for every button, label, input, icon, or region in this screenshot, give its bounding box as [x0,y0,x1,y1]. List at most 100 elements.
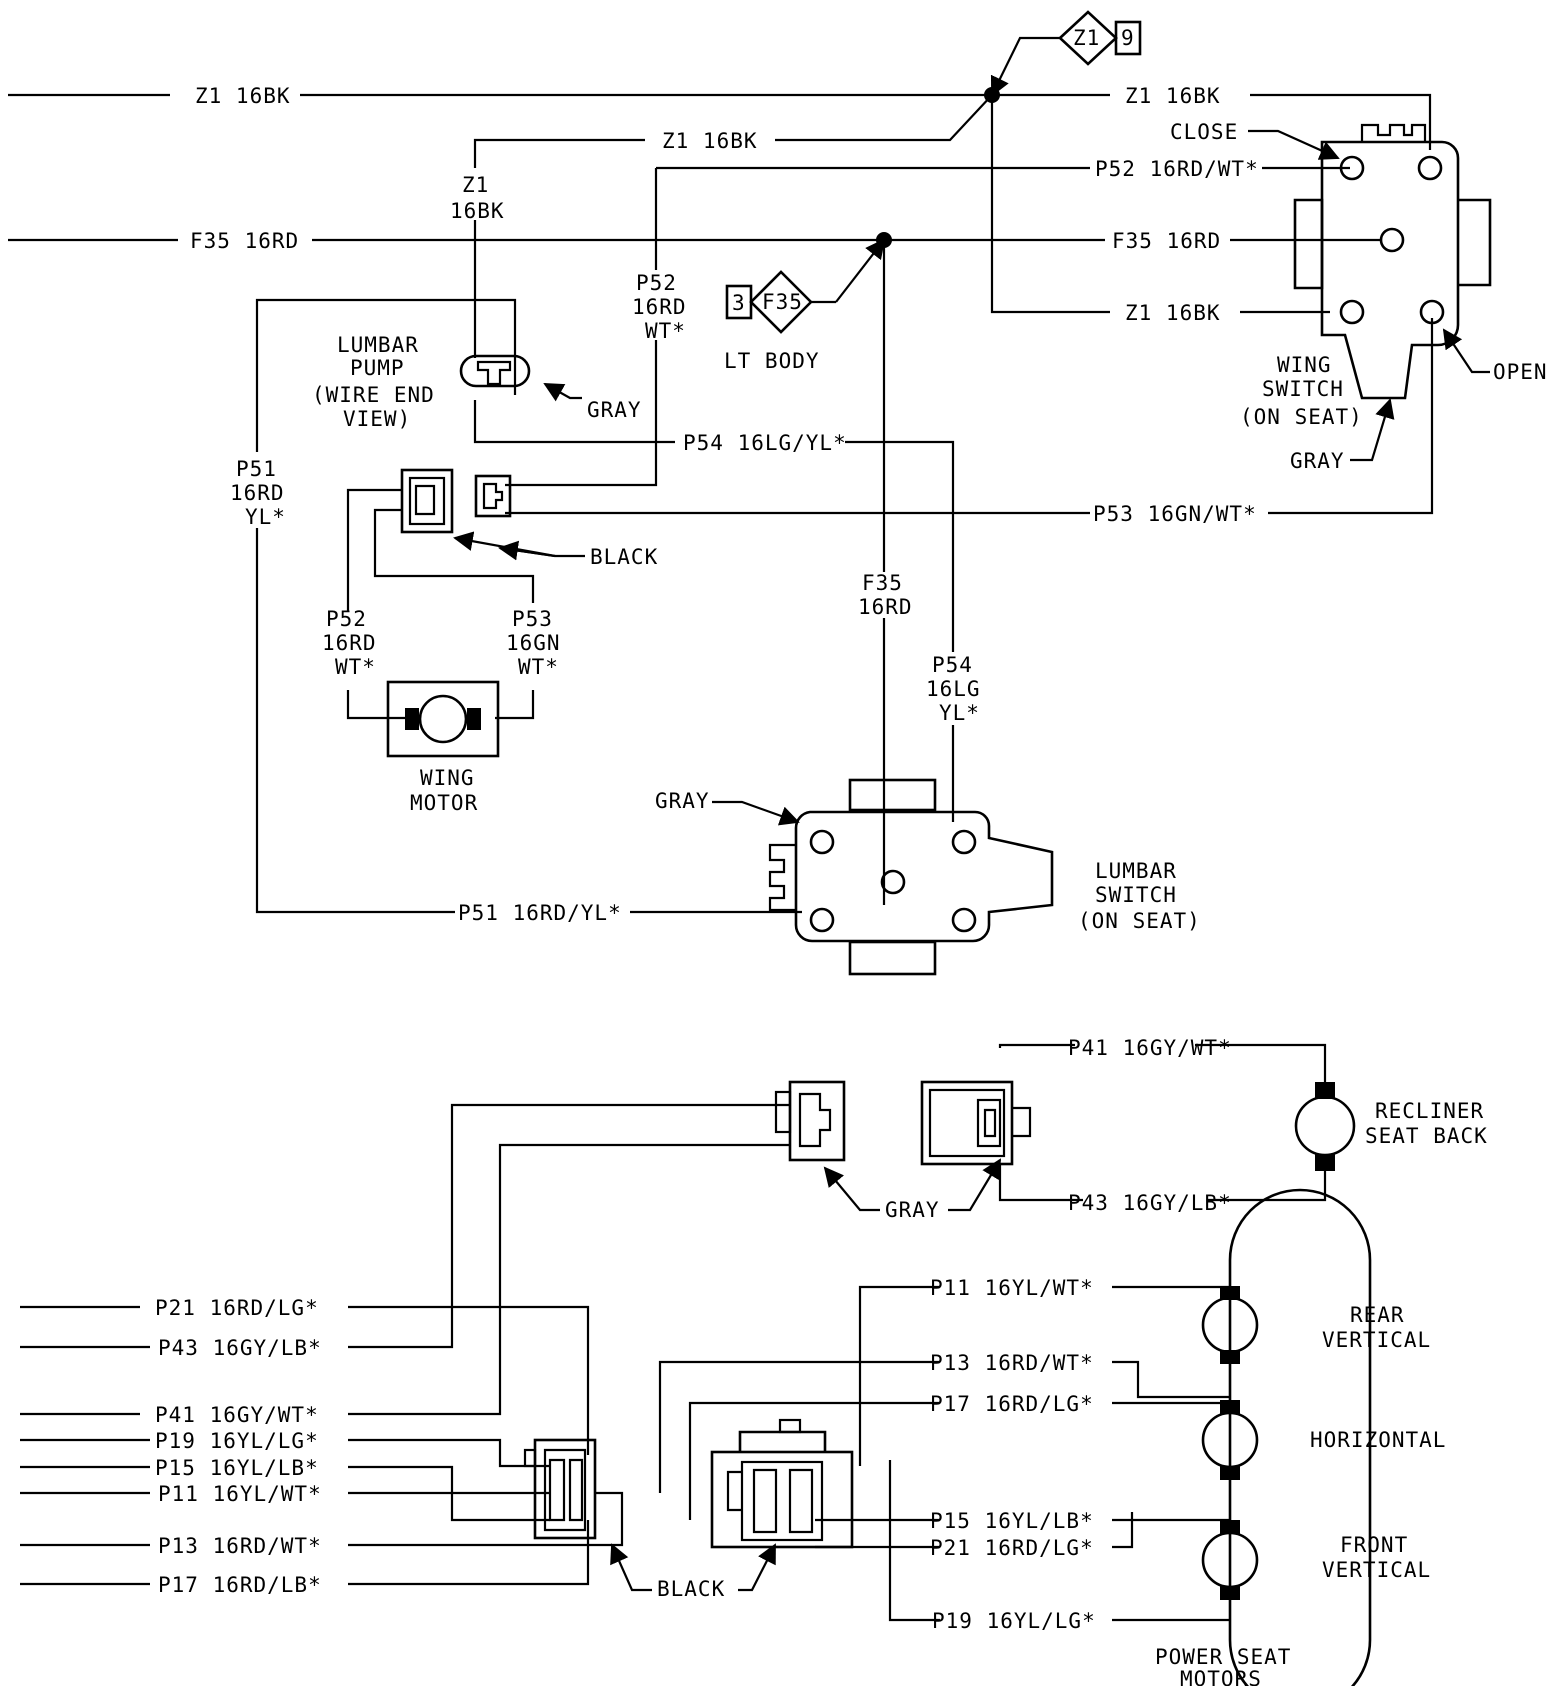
svg-text:MOTORS: MOTORS [1180,1667,1262,1686]
svg-text:P11 16YL/WT*: P11 16YL/WT* [158,1482,322,1506]
svg-text:P53 16GN/WT*: P53 16GN/WT* [1093,502,1257,526]
svg-text:P52: P52 [326,607,367,631]
wing-switch: CLOSE OPEN WING SWITCH (ON SEAT) GRAY [1170,120,1548,473]
svg-text:16GN: 16GN [506,631,561,655]
svg-text:16LG: 16LG [926,677,981,701]
svg-text:(WIRE END: (WIRE END [312,383,435,407]
power-seat-motors: REAR VERTICAL HORIZONTAL FRONT VERTICAL … [1155,1188,1446,1686]
svg-text:P51 16RD/YL*: P51 16RD/YL* [458,901,622,925]
svg-text:F35 16RD: F35 16RD [190,229,299,253]
svg-text:P52 16RD/WT*: P52 16RD/WT* [1095,157,1259,181]
svg-text:WING: WING [1277,353,1332,377]
svg-text:(ON SEAT): (ON SEAT) [1078,909,1201,933]
svg-text:HORIZONTAL: HORIZONTAL [1310,1428,1446,1452]
svg-text:P54 16LG/YL*: P54 16LG/YL* [683,431,847,455]
svg-text:BLACK: BLACK [590,545,658,569]
svg-text:GRAY: GRAY [885,1198,940,1222]
svg-text:Z1 16BK: Z1 16BK [1125,84,1221,108]
f35-splice-dot [876,232,892,248]
svg-text:YL*: YL* [245,505,286,529]
svg-text:Z1: Z1 [1073,26,1100,50]
svg-text:P19 16YL/LG*: P19 16YL/LG* [155,1429,319,1453]
lumbar-switch: GRAY LUMBAR SWITCH (ON SEAT) [655,778,1201,976]
svg-text:3: 3 [732,291,746,315]
svg-text:BLACK: BLACK [657,1577,725,1601]
svg-text:GRAY: GRAY [655,789,710,813]
wing-switch-close-terminal [1339,155,1365,181]
svg-text:SWITCH: SWITCH [1262,377,1344,401]
svg-text:Z1: Z1 [462,173,489,197]
svg-text:Z1 16BK: Z1 16BK [1125,301,1221,325]
svg-text:P43 16GY/LB*: P43 16GY/LB* [1068,1191,1232,1215]
svg-text:FRONT: FRONT [1340,1533,1408,1557]
top-wires [8,36,1434,914]
svg-text:LUMBAR: LUMBAR [337,333,419,357]
svg-text:(ON SEAT): (ON SEAT) [1240,405,1363,429]
svg-text:GRAY: GRAY [587,398,642,422]
svg-text:P54: P54 [932,653,973,677]
wing-motor-connectors: BLACK [400,468,658,569]
svg-text:P15 16YL/LB*: P15 16YL/LB* [930,1509,1094,1533]
black-connector-right [710,1418,854,1592]
svg-text:F35: F35 [762,290,803,314]
svg-text:MOTOR: MOTOR [410,791,478,815]
top-wire-labels: Z1 16BK Z1 16BK Z1 16BK Z1 16BK F35 16RD… [190,84,1259,925]
svg-text:F35 16RD: F35 16RD [1112,229,1221,253]
svg-text:P19 16YL/LG*: P19 16YL/LG* [932,1609,1096,1633]
svg-text:OPEN: OPEN [1493,360,1548,384]
svg-text:P17 16RD/LG*: P17 16RD/LG* [930,1392,1094,1416]
wing-switch-open-terminal [1419,299,1445,325]
gray-connector-right: GRAY [823,1080,1032,1222]
svg-text:P11 16YL/WT*: P11 16YL/WT* [930,1276,1094,1300]
svg-text:VIEW): VIEW) [343,407,411,431]
svg-text:CLOSE: CLOSE [1170,120,1238,144]
svg-text:VERTICAL: VERTICAL [1322,1558,1431,1582]
lumbar-pump-connector: GRAY LUMBAR PUMP (WIRE END VIEW) [312,333,642,431]
z1-splice-dot [984,87,1000,103]
svg-text:RECLINER: RECLINER [1375,1099,1484,1123]
svg-text:16RD: 16RD [632,295,687,319]
svg-text:P15 16YL/LB*: P15 16YL/LB* [155,1456,319,1480]
svg-text:P21 16RD/LG*: P21 16RD/LG* [930,1536,1094,1560]
z1-reference-diamond: Z1 9 [1058,10,1142,66]
svg-text:P52: P52 [636,271,677,295]
svg-text:P51: P51 [236,457,277,481]
svg-text:YL*: YL* [939,701,980,725]
svg-text:16RD: 16RD [230,481,285,505]
svg-text:GRAY: GRAY [1290,449,1345,473]
bottom-wires [20,1043,1327,1622]
wing-motor: WING MOTOR [386,680,500,815]
svg-text:SWITCH: SWITCH [1095,883,1177,907]
svg-text:POWER SEAT: POWER SEAT [1155,1645,1291,1669]
svg-text:P41 16GY/WT*: P41 16GY/WT* [155,1403,319,1427]
f35-reference-diamond: 3 F35 LT BODY [724,270,836,373]
bottom-wire-labels: P41 16GY/WT* P43 16GY/LB* P21 16RD/LG* P… [155,1036,1232,1633]
svg-text:WING: WING [420,766,475,790]
svg-text:P13 16RD/WT*: P13 16RD/WT* [158,1534,322,1558]
svg-text:16RD: 16RD [858,595,913,619]
svg-text:P17 16RD/LB*: P17 16RD/LB* [158,1573,322,1597]
svg-text:P53: P53 [512,607,553,631]
svg-text:WT*: WT* [335,655,376,679]
svg-text:LUMBAR: LUMBAR [1095,859,1177,883]
gray-connector-left [774,1080,846,1162]
svg-text:F35: F35 [862,571,903,595]
svg-text:LT BODY: LT BODY [724,349,820,373]
svg-text:Z1 16BK: Z1 16BK [195,84,291,108]
svg-text:WT*: WT* [645,319,686,343]
svg-text:REAR: REAR [1350,1303,1405,1327]
svg-text:PUMP: PUMP [350,356,405,380]
svg-text:P13 16RD/WT*: P13 16RD/WT* [930,1351,1094,1375]
svg-text:SEAT BACK: SEAT BACK [1365,1124,1488,1148]
svg-text:9: 9 [1121,26,1135,50]
svg-text:P41 16GY/WT*: P41 16GY/WT* [1068,1036,1232,1060]
svg-text:16RD: 16RD [322,631,377,655]
svg-text:P21 16RD/LG*: P21 16RD/LG* [155,1296,319,1320]
recliner-motor: RECLINER SEAT BACK [1294,1082,1488,1171]
svg-text:16BK: 16BK [450,199,505,223]
svg-text:VERTICAL: VERTICAL [1322,1328,1431,1352]
svg-text:P43 16GY/LB*: P43 16GY/LB* [158,1336,322,1360]
black-connector-left: BLACK [523,1438,725,1601]
svg-text:WT*: WT* [518,655,559,679]
